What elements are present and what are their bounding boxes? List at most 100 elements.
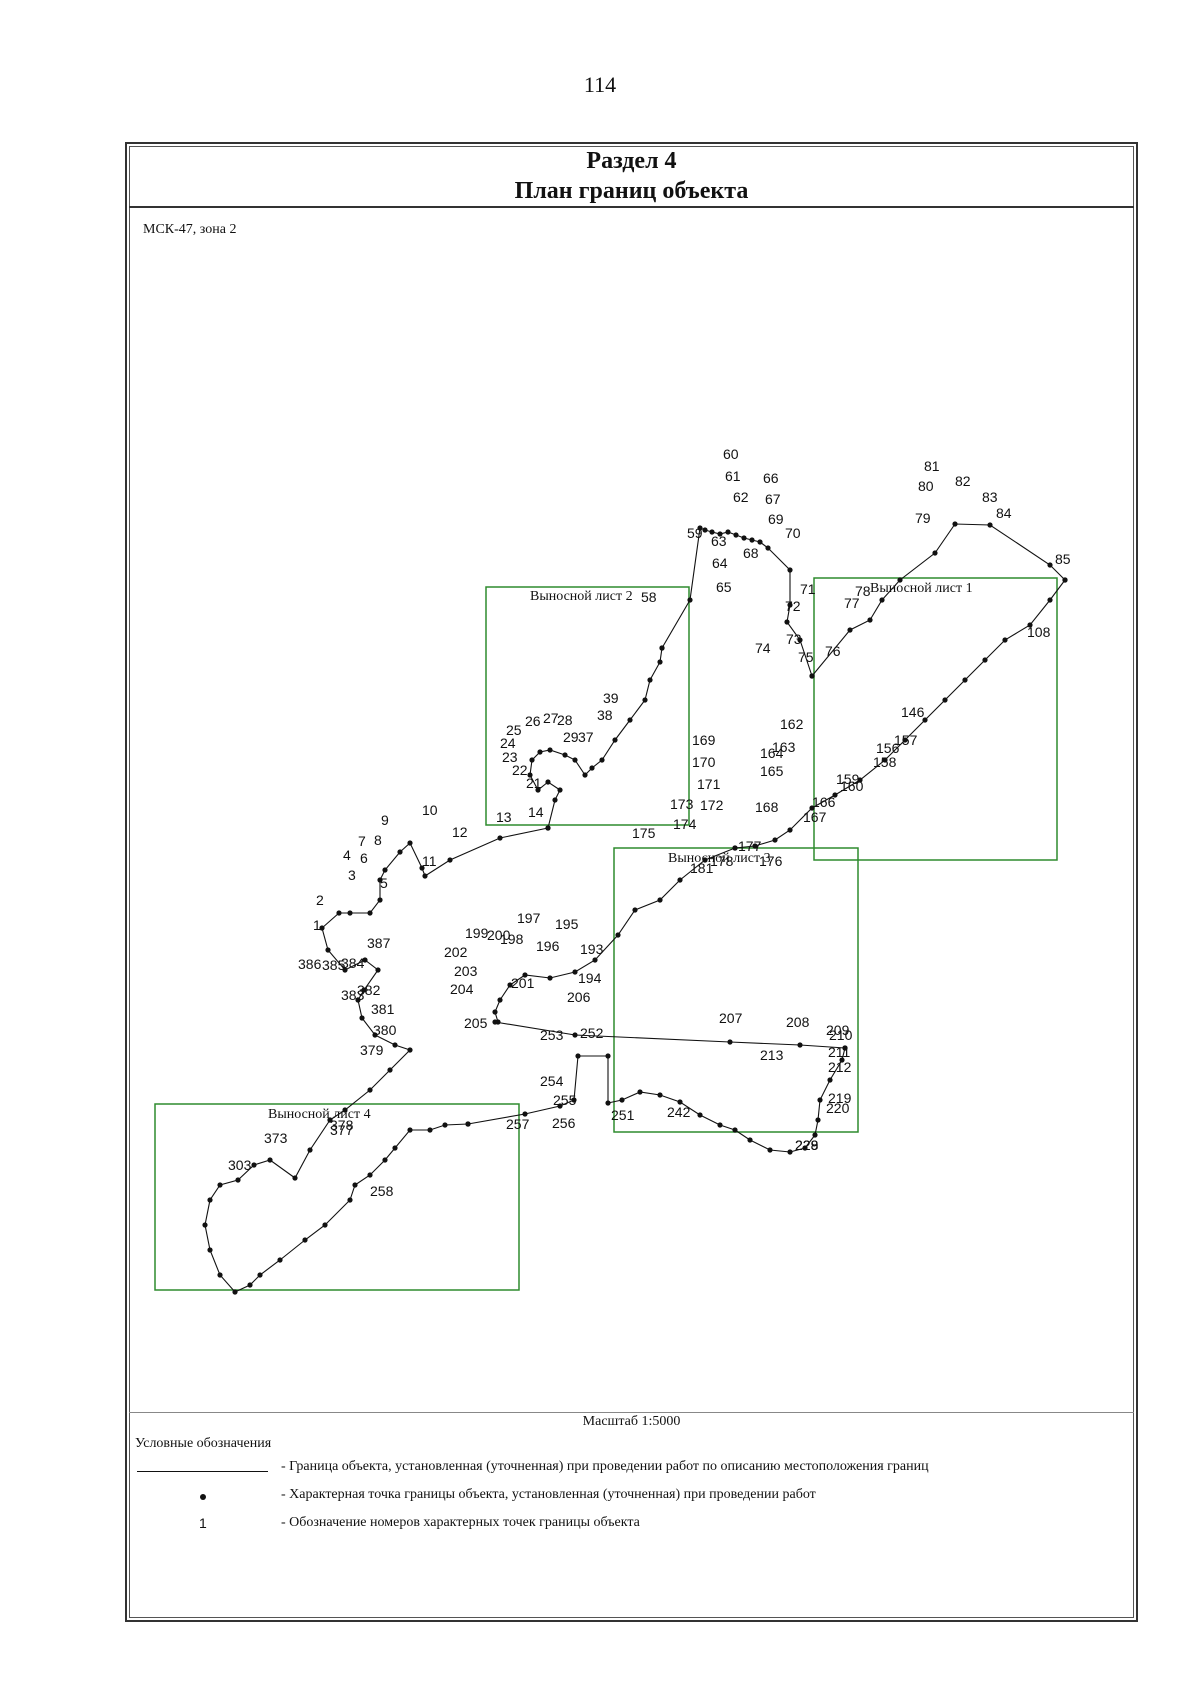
coordinate-system-label: МСК-47, зона 2	[143, 222, 237, 237]
point-label: 256	[552, 1115, 576, 1131]
point-label: 205	[464, 1015, 488, 1031]
point-label: 388	[0, 0, 24, 3]
detail-sheet-frame-3	[613, 847, 859, 1133]
boundary-point	[307, 1147, 313, 1153]
legend-item-point: - Характерная точка границы объекта, уст…	[135, 1485, 1095, 1509]
point-label: 195	[555, 916, 579, 932]
point-label: 146	[901, 704, 925, 720]
point-label: 254	[540, 1073, 564, 1089]
point-label: 194	[578, 970, 602, 986]
point-label: 377	[330, 1122, 354, 1138]
point-label: 169	[692, 732, 716, 748]
point-label: 7	[358, 833, 366, 849]
boundary-point	[537, 749, 543, 755]
boundary-point	[367, 910, 373, 916]
legend-title: Условные обозначения	[135, 1436, 272, 1451]
point-label: 177	[738, 838, 762, 854]
point-label: 207	[719, 1010, 743, 1026]
boundary-point	[932, 550, 938, 556]
point-label: 209	[826, 1022, 850, 1038]
header-block: Раздел 4 План границ объекта	[129, 146, 1134, 208]
point-label: 379	[360, 1042, 384, 1058]
point-label: 76	[825, 643, 841, 659]
boundary-point	[527, 772, 533, 778]
point-label: 6	[360, 850, 368, 866]
point-label: 5	[380, 875, 388, 891]
boundary-segment-6	[494, 847, 736, 1023]
boundary-point	[752, 843, 758, 849]
point-label: 83	[982, 489, 998, 505]
boundary-point	[827, 1077, 833, 1083]
boundary-point	[922, 717, 928, 723]
boundary-point	[787, 567, 793, 573]
boundary-point	[292, 1175, 298, 1181]
boundary-point	[319, 925, 325, 931]
boundary-point	[367, 1087, 373, 1093]
boundary-point	[657, 1092, 663, 1098]
boundary-point	[797, 1042, 803, 1048]
boundary-point	[749, 537, 755, 543]
point-label: 165	[760, 763, 784, 779]
point-label: 80	[918, 478, 934, 494]
point-label: 59	[687, 525, 703, 541]
boundary-point	[657, 659, 663, 665]
boundary-point	[529, 757, 535, 763]
boundary-segment-5	[734, 579, 1066, 849]
detail-sheet-label-2: Выносной лист 2	[530, 589, 633, 604]
boundary-point	[217, 1182, 223, 1188]
legend-sample-number: 1	[135, 1513, 270, 1537]
boundary-segment-4	[811, 523, 1066, 677]
boundary-point	[207, 1247, 213, 1253]
boundary-point	[352, 1182, 358, 1188]
point-label: 67	[765, 491, 781, 507]
point-label: 212	[828, 1059, 852, 1075]
boundary-point	[815, 1117, 821, 1123]
point-label: 61	[725, 468, 741, 484]
page-number: 114	[583, 72, 617, 97]
boundary-point	[367, 1172, 373, 1178]
point-symbol	[200, 1494, 206, 1500]
point-label: 381	[371, 1001, 395, 1017]
boundary-point	[627, 717, 633, 723]
boundary-point	[342, 1107, 348, 1113]
legend-divider	[129, 1412, 1134, 1413]
legend-text-boundary: - Граница объекта, установленная (уточне…	[281, 1459, 929, 1474]
boundary-point	[547, 975, 553, 981]
point-label: 242	[667, 1104, 691, 1120]
point-label: 77	[844, 595, 860, 611]
boundary-point	[232, 1289, 238, 1295]
boundary-point	[277, 1257, 283, 1263]
boundary-point	[632, 907, 638, 913]
point-label: 66	[763, 470, 779, 486]
boundary-point	[732, 845, 738, 851]
point-label: 158	[873, 754, 897, 770]
point-label: 199	[465, 925, 489, 941]
point-label: 220	[826, 1100, 850, 1116]
point-label: 385	[322, 957, 346, 973]
boundary-point	[732, 1127, 738, 1133]
boundary-point	[547, 747, 553, 753]
boundary-point	[717, 1122, 723, 1128]
detail-sheet-frame-2	[485, 586, 690, 826]
boundary-point	[347, 1197, 353, 1203]
boundary-point	[397, 849, 403, 855]
boundary-point	[336, 910, 342, 916]
point-label: 62	[733, 489, 749, 505]
boundary-point	[1047, 597, 1053, 603]
point-label: 21	[526, 775, 542, 791]
point-label: 108	[1027, 624, 1051, 640]
point-label: 386	[298, 956, 322, 972]
boundary-point	[612, 737, 618, 743]
point-label: 63	[711, 533, 727, 549]
point-label: 203	[454, 963, 478, 979]
boundary-point	[545, 779, 551, 785]
point-label: 4	[343, 847, 351, 863]
boundary-point	[557, 1103, 563, 1109]
point-label: 81	[924, 458, 940, 474]
legend-text-point: - Характерная точка границы объекта, уст…	[281, 1487, 816, 1502]
point-label: 197	[517, 910, 541, 926]
point-label: 202	[444, 944, 468, 960]
point-label: 378	[330, 1117, 354, 1133]
boundary-point	[897, 577, 903, 583]
point-label: 193	[580, 941, 604, 957]
